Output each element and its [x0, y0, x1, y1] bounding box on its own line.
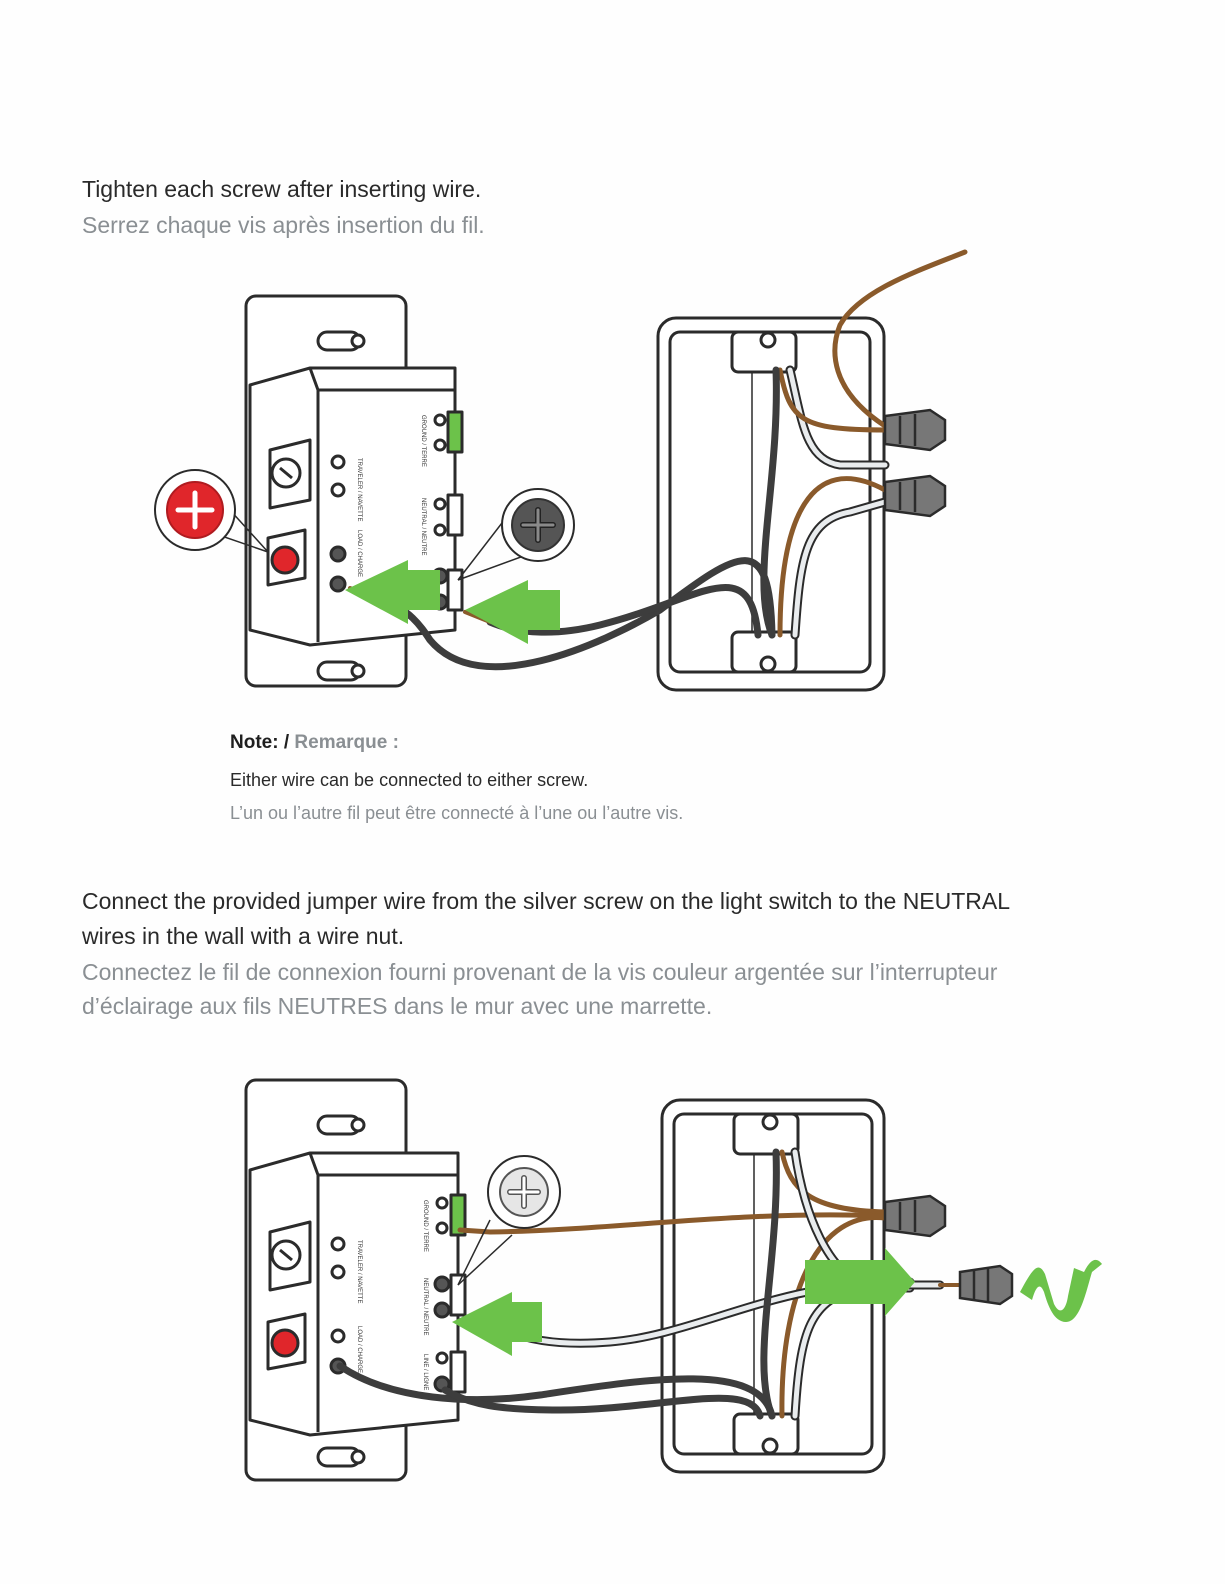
- step1-text-en: Tighten each screw after inserting wire.: [82, 176, 482, 202]
- neutral-terminal-label: NEUTRAL / NEUTRE: [422, 1278, 428, 1335]
- traveler-terminal-label: TRAVELER / NAVETTE: [356, 1240, 362, 1303]
- ground-terminal-label: GROUND / TERRE: [422, 1200, 428, 1252]
- load-screw-icon: [270, 545, 300, 575]
- step2-text-en-line2: wires in the wall with a wire nut.: [82, 923, 405, 949]
- load-terminal-label: LOAD / CHARGE: [356, 1326, 362, 1373]
- mounting-screw-icon: [316, 330, 366, 352]
- note-separator: /: [278, 732, 295, 753]
- note-label-en: Note:: [230, 732, 279, 753]
- arrow-icon: [805, 1248, 915, 1316]
- mounting-screw-icon: [316, 1114, 366, 1136]
- line-terminal-label: LINE / LIGNE: [422, 1354, 428, 1390]
- note-label-fr: Remarque :: [294, 732, 399, 753]
- step2-text-fr-line1: Connectez le fil de connexion fourni pro…: [82, 959, 998, 985]
- arrow-icon: [452, 1292, 542, 1356]
- ground-terminal-label: GROUND / TERRE: [420, 415, 426, 467]
- mounting-screw-icon: [316, 1446, 366, 1468]
- note-text-en: Either wire can be connected to either s…: [230, 770, 589, 790]
- note-heading: Note: / Remarque :: [230, 732, 399, 754]
- traveler-terminal-label: TRAVELER / NAVETTE: [356, 458, 362, 521]
- arrow-icon: [465, 580, 560, 644]
- twist-arrow-icon: [1020, 1259, 1102, 1322]
- step2-text-en-line1: Connect the provided jumper wire from th…: [82, 888, 1011, 914]
- step1-text-fr: Serrez chaque vis après insertion du fil…: [82, 212, 485, 238]
- neutral-terminal-label: NEUTRAL / NEUTRE: [420, 498, 426, 555]
- step2-text-fr-line2: d’éclairage aux fils NEUTRES dans le mur…: [82, 993, 713, 1019]
- mounting-screw-icon: [316, 660, 366, 682]
- diagram-tighten-screws: GROUND / TERRE TRAVELER / NAVETTE NEUTRA…: [154, 249, 968, 692]
- note-text-fr: L’un ou l’autre fil peut être connecté à…: [230, 803, 684, 823]
- diagram-neutral-jumper: GROUND / TERRE TRAVELER / NAVETTE NEUTRA…: [244, 1078, 1102, 1482]
- wire-nut-icon: [883, 408, 947, 452]
- wire-nut-icon: [883, 1194, 947, 1238]
- load-screw-icon: [270, 1328, 300, 1358]
- wire-nut-icon: [958, 1264, 1014, 1306]
- arrow-icon: [345, 560, 440, 624]
- wire-nut-icon: [883, 474, 947, 518]
- load-terminal-label: LOAD / CHARGE: [356, 530, 362, 577]
